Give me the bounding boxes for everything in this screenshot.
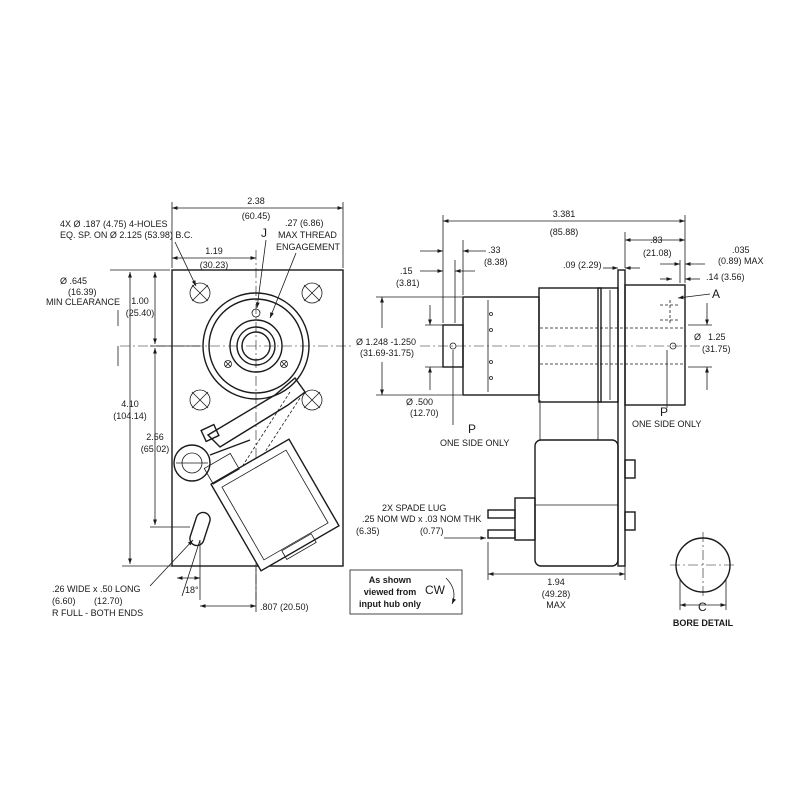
output-hub-side xyxy=(624,284,686,406)
lug-note-2: .25 NOM WD x .03 NOM THK xyxy=(362,514,481,524)
overall-length: 3.381 xyxy=(553,209,576,219)
lug-note: 2X SPADE LUG xyxy=(382,503,446,513)
slot-note: .26 WIDE x .50 LONG xyxy=(52,584,141,594)
dim-035: .035 xyxy=(732,245,750,255)
output-hub xyxy=(202,292,310,400)
dim-15-mm: (3.81) xyxy=(396,278,420,288)
mounting-hole xyxy=(301,282,323,304)
arm-linkage xyxy=(173,376,306,482)
solenoid-coil xyxy=(203,438,340,572)
lug-note-mm-b: (0.77) xyxy=(420,526,444,536)
bore-dia-mm: (31.69-31.75) xyxy=(360,348,414,358)
callout-p-right: P xyxy=(660,405,668,419)
slot-note-mm-b: (12.70) xyxy=(94,596,123,606)
lug-note-mm-a: (6.35) xyxy=(356,526,380,536)
center-x-mm: (30.23) xyxy=(200,260,229,270)
mounting-hole xyxy=(189,389,211,411)
dim-035-mm: (0.89) MAX xyxy=(718,256,764,266)
clearance-label: MIN CLEARANCE xyxy=(46,297,120,307)
slot-note-radius: R FULL - BOTH ENDS xyxy=(52,608,143,618)
center-y: 1.00 xyxy=(131,296,149,306)
overall-height-mm: (104.14) xyxy=(113,411,147,421)
callout-j: J xyxy=(261,226,267,240)
holes-note: 4X Ø .187 (4.75) 4-HOLES xyxy=(60,219,168,229)
callout-a: A xyxy=(712,287,720,301)
out-dia-mm: (31.75) xyxy=(702,344,731,354)
holes-note-2: EQ. SP. ON Ø 2.125 (53.98) B.C. xyxy=(60,230,193,240)
slot-note-mm-a: (6.60) xyxy=(52,596,76,606)
center-y-mm: (25.40) xyxy=(126,308,155,318)
rotation-note-line-2: viewed from xyxy=(364,587,417,597)
bore-dia: Ø 1.248 -1.250 xyxy=(356,337,416,347)
rotation-direction: CW xyxy=(425,583,446,597)
p-right-note: ONE SIDE ONLY xyxy=(632,419,701,429)
rotation-note-line-1: As shown xyxy=(369,575,412,585)
rotation-arrow-icon xyxy=(445,577,457,605)
mounting-hole xyxy=(301,389,323,411)
callout-p-left: P xyxy=(468,422,476,436)
dim-194-max: MAX xyxy=(546,600,566,610)
out-dia: 1.25 xyxy=(708,332,726,342)
dim-194: 1.94 xyxy=(547,577,565,587)
overall-height: 4.10 xyxy=(121,399,139,409)
solenoid-side xyxy=(534,439,619,567)
callout-c: C xyxy=(698,600,707,614)
slot-offset: .807 (20.50) xyxy=(260,602,309,612)
clearance-mm: (16.39) xyxy=(68,287,97,297)
dim-83: .83 xyxy=(650,235,663,245)
dim-33-mm: (8.38) xyxy=(484,257,508,267)
overall-width: 2.38 xyxy=(247,196,265,206)
dim-14: .14 (3.56) xyxy=(706,272,745,282)
side-plate xyxy=(617,269,626,567)
dim-15: .15 xyxy=(400,266,413,276)
mounting-hole xyxy=(189,282,211,304)
shaft-dia-mm: (12.70) xyxy=(410,408,439,418)
thread-label: MAX THREAD xyxy=(278,230,337,240)
clearance-dia: Ø .645 xyxy=(60,276,87,286)
mounting-slot xyxy=(189,511,211,547)
slot-height-mm: (65.02) xyxy=(141,444,170,454)
thread-label-2: ENGAGEMENT xyxy=(276,242,341,252)
overall-length-mm: (85.88) xyxy=(550,227,579,237)
dim-194-mm: (49.28) xyxy=(542,589,571,599)
brake-body xyxy=(538,287,602,403)
bore-detail: C BORE DETAIL xyxy=(670,532,736,628)
front-view: 2.38 (60.45) 4X Ø .187 (4.75) 4-HOLES EQ… xyxy=(46,196,352,618)
dim-09: .09 (2.29) xyxy=(563,260,602,270)
p-left-note: ONE SIDE ONLY xyxy=(440,438,509,448)
slot-height: 2.56 xyxy=(146,432,164,442)
angle: 18° xyxy=(185,585,199,595)
overall-width-mm: (60.45) xyxy=(242,211,271,221)
shaft-dia: Ø .500 xyxy=(406,397,433,407)
rotation-note: As shown viewed from input hub only CW xyxy=(349,569,463,615)
rotation-note-line-3: input hub only xyxy=(359,599,421,609)
side-view: 3.381 (85.88) .33 (8.38) .15 (3.81) .09 … xyxy=(356,209,764,610)
dim-83-mm: (21.08) xyxy=(643,248,672,258)
dim-33: .33 xyxy=(488,245,501,255)
bore-detail-title: BORE DETAIL xyxy=(673,618,734,628)
out-dia-symbol: Ø xyxy=(694,332,701,342)
thread-depth: .27 (6.86) xyxy=(285,218,324,228)
center-x: 1.19 xyxy=(205,246,223,256)
